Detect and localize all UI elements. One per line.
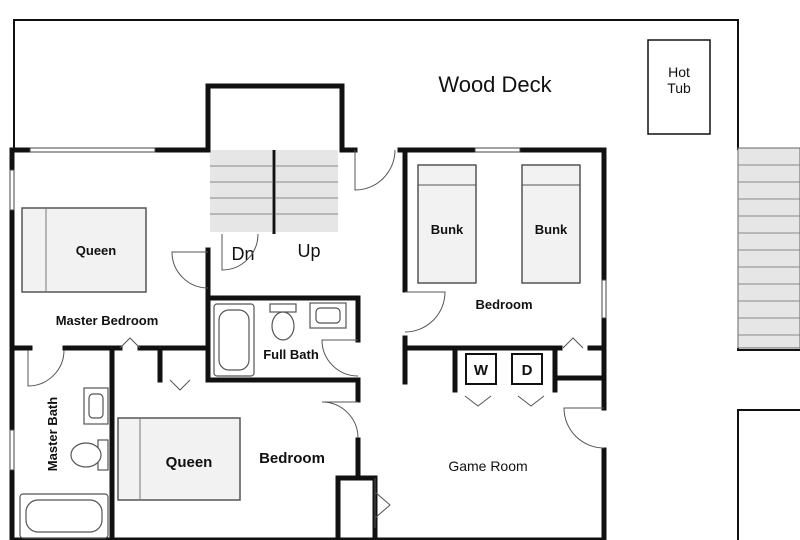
stairs-up-label: Up [297, 241, 320, 261]
exterior-steps [737, 147, 800, 349]
second-queen-bed [117, 417, 241, 501]
hot-tub-label-2: Tub [667, 80, 691, 96]
stairwell [210, 150, 338, 234]
stairs-down-label: Dn [231, 244, 254, 264]
bunk-right-label: Bunk [535, 222, 568, 237]
game-room-label: Game Room [448, 458, 527, 474]
full-bath-fixtures [213, 302, 347, 377]
master-bedroom-label: Master Bedroom [56, 313, 159, 328]
hot-tub [647, 39, 711, 135]
master-bath-fixtures [19, 387, 109, 539]
bunk-bedroom-label: Bedroom [475, 297, 532, 312]
second-bedroom-label: Bedroom [259, 450, 325, 467]
washer-label: W [474, 362, 489, 379]
bunk-beds [417, 164, 581, 284]
windows [9, 147, 607, 471]
doors [27, 149, 605, 528]
deck-outline [13, 19, 800, 540]
walls [9, 83, 607, 540]
second-queen-label: Queen [166, 454, 213, 471]
master-bath-label: Master Bath [45, 397, 60, 471]
dryer-label: D [522, 362, 533, 379]
master-queen-label: Queen [76, 243, 117, 258]
bunk-left-label: Bunk [431, 222, 464, 237]
full-bath-label: Full Bath [263, 347, 319, 362]
master-queen-bed [21, 207, 147, 293]
wood-deck-label: Wood Deck [438, 72, 552, 97]
hot-tub-label-1: Hot [668, 64, 690, 80]
laundry [465, 353, 543, 385]
